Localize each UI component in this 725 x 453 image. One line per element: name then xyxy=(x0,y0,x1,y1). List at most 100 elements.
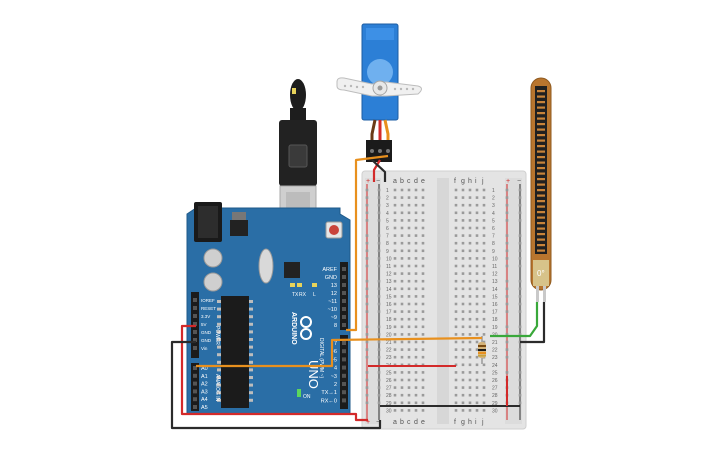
digital-header-bottom[interactable] xyxy=(340,335,348,409)
breadboard-hole[interactable] xyxy=(482,279,486,283)
digital-pin[interactable] xyxy=(342,398,346,403)
breadboard-hole[interactable] xyxy=(468,371,472,374)
breadboard-hole[interactable] xyxy=(454,211,458,215)
rail-hole[interactable] xyxy=(505,241,509,245)
breadboard-hole[interactable] xyxy=(461,363,465,367)
breadboard-hole[interactable] xyxy=(475,188,479,192)
rail-hole[interactable] xyxy=(505,196,509,199)
breadboard-hole[interactable] xyxy=(482,295,486,298)
breadboard-hole[interactable] xyxy=(421,241,425,245)
power-pin[interactable] xyxy=(193,314,197,318)
breadboard-hole[interactable] xyxy=(468,340,472,344)
breadboard-hole[interactable] xyxy=(400,287,404,291)
power-pin[interactable] xyxy=(193,338,197,342)
breadboard-hole[interactable] xyxy=(400,371,404,374)
breadboard-hole[interactable] xyxy=(468,257,472,260)
rail-hole[interactable] xyxy=(505,302,509,306)
breadboard-hole[interactable] xyxy=(407,302,411,306)
rail-hole[interactable] xyxy=(518,401,522,405)
wire-servo-ground[interactable] xyxy=(371,159,387,182)
breadboard-hole[interactable] xyxy=(461,386,465,389)
breadboard-hole[interactable] xyxy=(393,234,397,237)
rail-hole[interactable] xyxy=(377,295,381,298)
breadboard-hole[interactable] xyxy=(400,378,404,382)
breadboard-hole[interactable] xyxy=(468,393,472,397)
breadboard-hole[interactable] xyxy=(482,264,486,268)
breadboard-hole[interactable] xyxy=(461,196,465,199)
breadboard-hole[interactable] xyxy=(407,317,411,321)
breadboard-hole[interactable] xyxy=(421,279,425,283)
breadboard-hole[interactable] xyxy=(454,196,458,199)
analog-pin[interactable] xyxy=(193,397,197,402)
breadboard-hole[interactable] xyxy=(400,409,404,412)
rail-hole[interactable] xyxy=(365,378,369,382)
breadboard-hole[interactable] xyxy=(421,287,425,291)
breadboard-hole[interactable] xyxy=(461,264,465,268)
breadboard-hole[interactable] xyxy=(454,371,458,374)
breadboard-hole[interactable] xyxy=(414,401,418,405)
breadboard-hole[interactable] xyxy=(400,249,404,253)
breadboard-hole[interactable] xyxy=(421,363,425,367)
breadboard-hole[interactable] xyxy=(468,211,472,215)
breadboard-hole[interactable] xyxy=(468,234,472,237)
rail-hole[interactable] xyxy=(505,211,509,215)
breadboard-hole[interactable] xyxy=(461,409,465,412)
breadboard-hole[interactable] xyxy=(414,386,418,389)
breadboard-hole[interactable] xyxy=(482,203,486,207)
rail-hole[interactable] xyxy=(377,348,381,351)
breadboard-hole[interactable] xyxy=(468,401,472,405)
breadboard-hole[interactable] xyxy=(407,363,411,367)
rail-hole[interactable] xyxy=(505,279,509,283)
breadboard-hole[interactable] xyxy=(393,371,397,374)
rail-hole[interactable] xyxy=(365,211,369,215)
rail-hole[interactable] xyxy=(377,234,381,237)
breadboard-hole[interactable] xyxy=(482,317,486,321)
digital-pin[interactable] xyxy=(342,349,346,354)
breadboard-hole[interactable] xyxy=(407,386,411,389)
analog-pin[interactable] xyxy=(193,405,197,409)
breadboard-hole[interactable] xyxy=(454,386,458,389)
breadboard-hole[interactable] xyxy=(454,401,458,405)
breadboard-hole[interactable] xyxy=(407,241,411,245)
rail-hole[interactable] xyxy=(377,386,381,389)
breadboard-hole[interactable] xyxy=(393,378,397,382)
rail-hole[interactable] xyxy=(518,257,522,260)
rail-hole[interactable] xyxy=(518,264,522,268)
breadboard-hole[interactable] xyxy=(393,363,397,367)
rail-hole[interactable] xyxy=(505,348,509,351)
breadboard-hole[interactable] xyxy=(393,295,397,298)
breadboard-hole[interactable] xyxy=(393,409,397,412)
breadboard-hole[interactable] xyxy=(468,295,472,298)
rail-hole[interactable] xyxy=(365,287,369,291)
breadboard-hole[interactable] xyxy=(400,226,404,230)
breadboard-hole[interactable] xyxy=(393,264,397,268)
breadboard-hole[interactable] xyxy=(414,409,418,412)
breadboard-hole[interactable] xyxy=(400,325,404,329)
breadboard-hole[interactable] xyxy=(475,363,479,367)
breadboard-hole[interactable] xyxy=(421,272,425,275)
wire-analog-a0[interactable] xyxy=(196,336,483,368)
rail-hole[interactable] xyxy=(518,287,522,291)
breadboard-hole[interactable] xyxy=(454,203,458,207)
breadboard-hole[interactable] xyxy=(461,378,465,382)
rail-hole[interactable] xyxy=(505,295,509,298)
rail-hole[interactable] xyxy=(377,333,381,336)
breadboard-hole[interactable] xyxy=(482,234,486,237)
breadboard-hole[interactable] xyxy=(393,241,397,245)
breadboard-hole[interactable] xyxy=(461,211,465,215)
breadboard-hole[interactable] xyxy=(475,317,479,321)
breadboard-hole[interactable] xyxy=(421,211,425,215)
breadboard-hole[interactable] xyxy=(461,355,465,359)
breadboard-hole[interactable] xyxy=(421,257,425,260)
breadboard-hole[interactable] xyxy=(461,348,465,351)
rail-hole[interactable] xyxy=(377,393,381,397)
breadboard-hole[interactable] xyxy=(482,241,486,245)
rail-hole[interactable] xyxy=(518,234,522,237)
rail-hole[interactable] xyxy=(505,188,509,192)
breadboard-hole[interactable] xyxy=(454,302,458,306)
breadboard-hole[interactable] xyxy=(414,188,418,192)
breadboard-hole[interactable] xyxy=(414,287,418,291)
breadboard-hole[interactable] xyxy=(482,272,486,275)
rail-hole[interactable] xyxy=(505,287,509,291)
breadboard-hole[interactable] xyxy=(475,287,479,291)
